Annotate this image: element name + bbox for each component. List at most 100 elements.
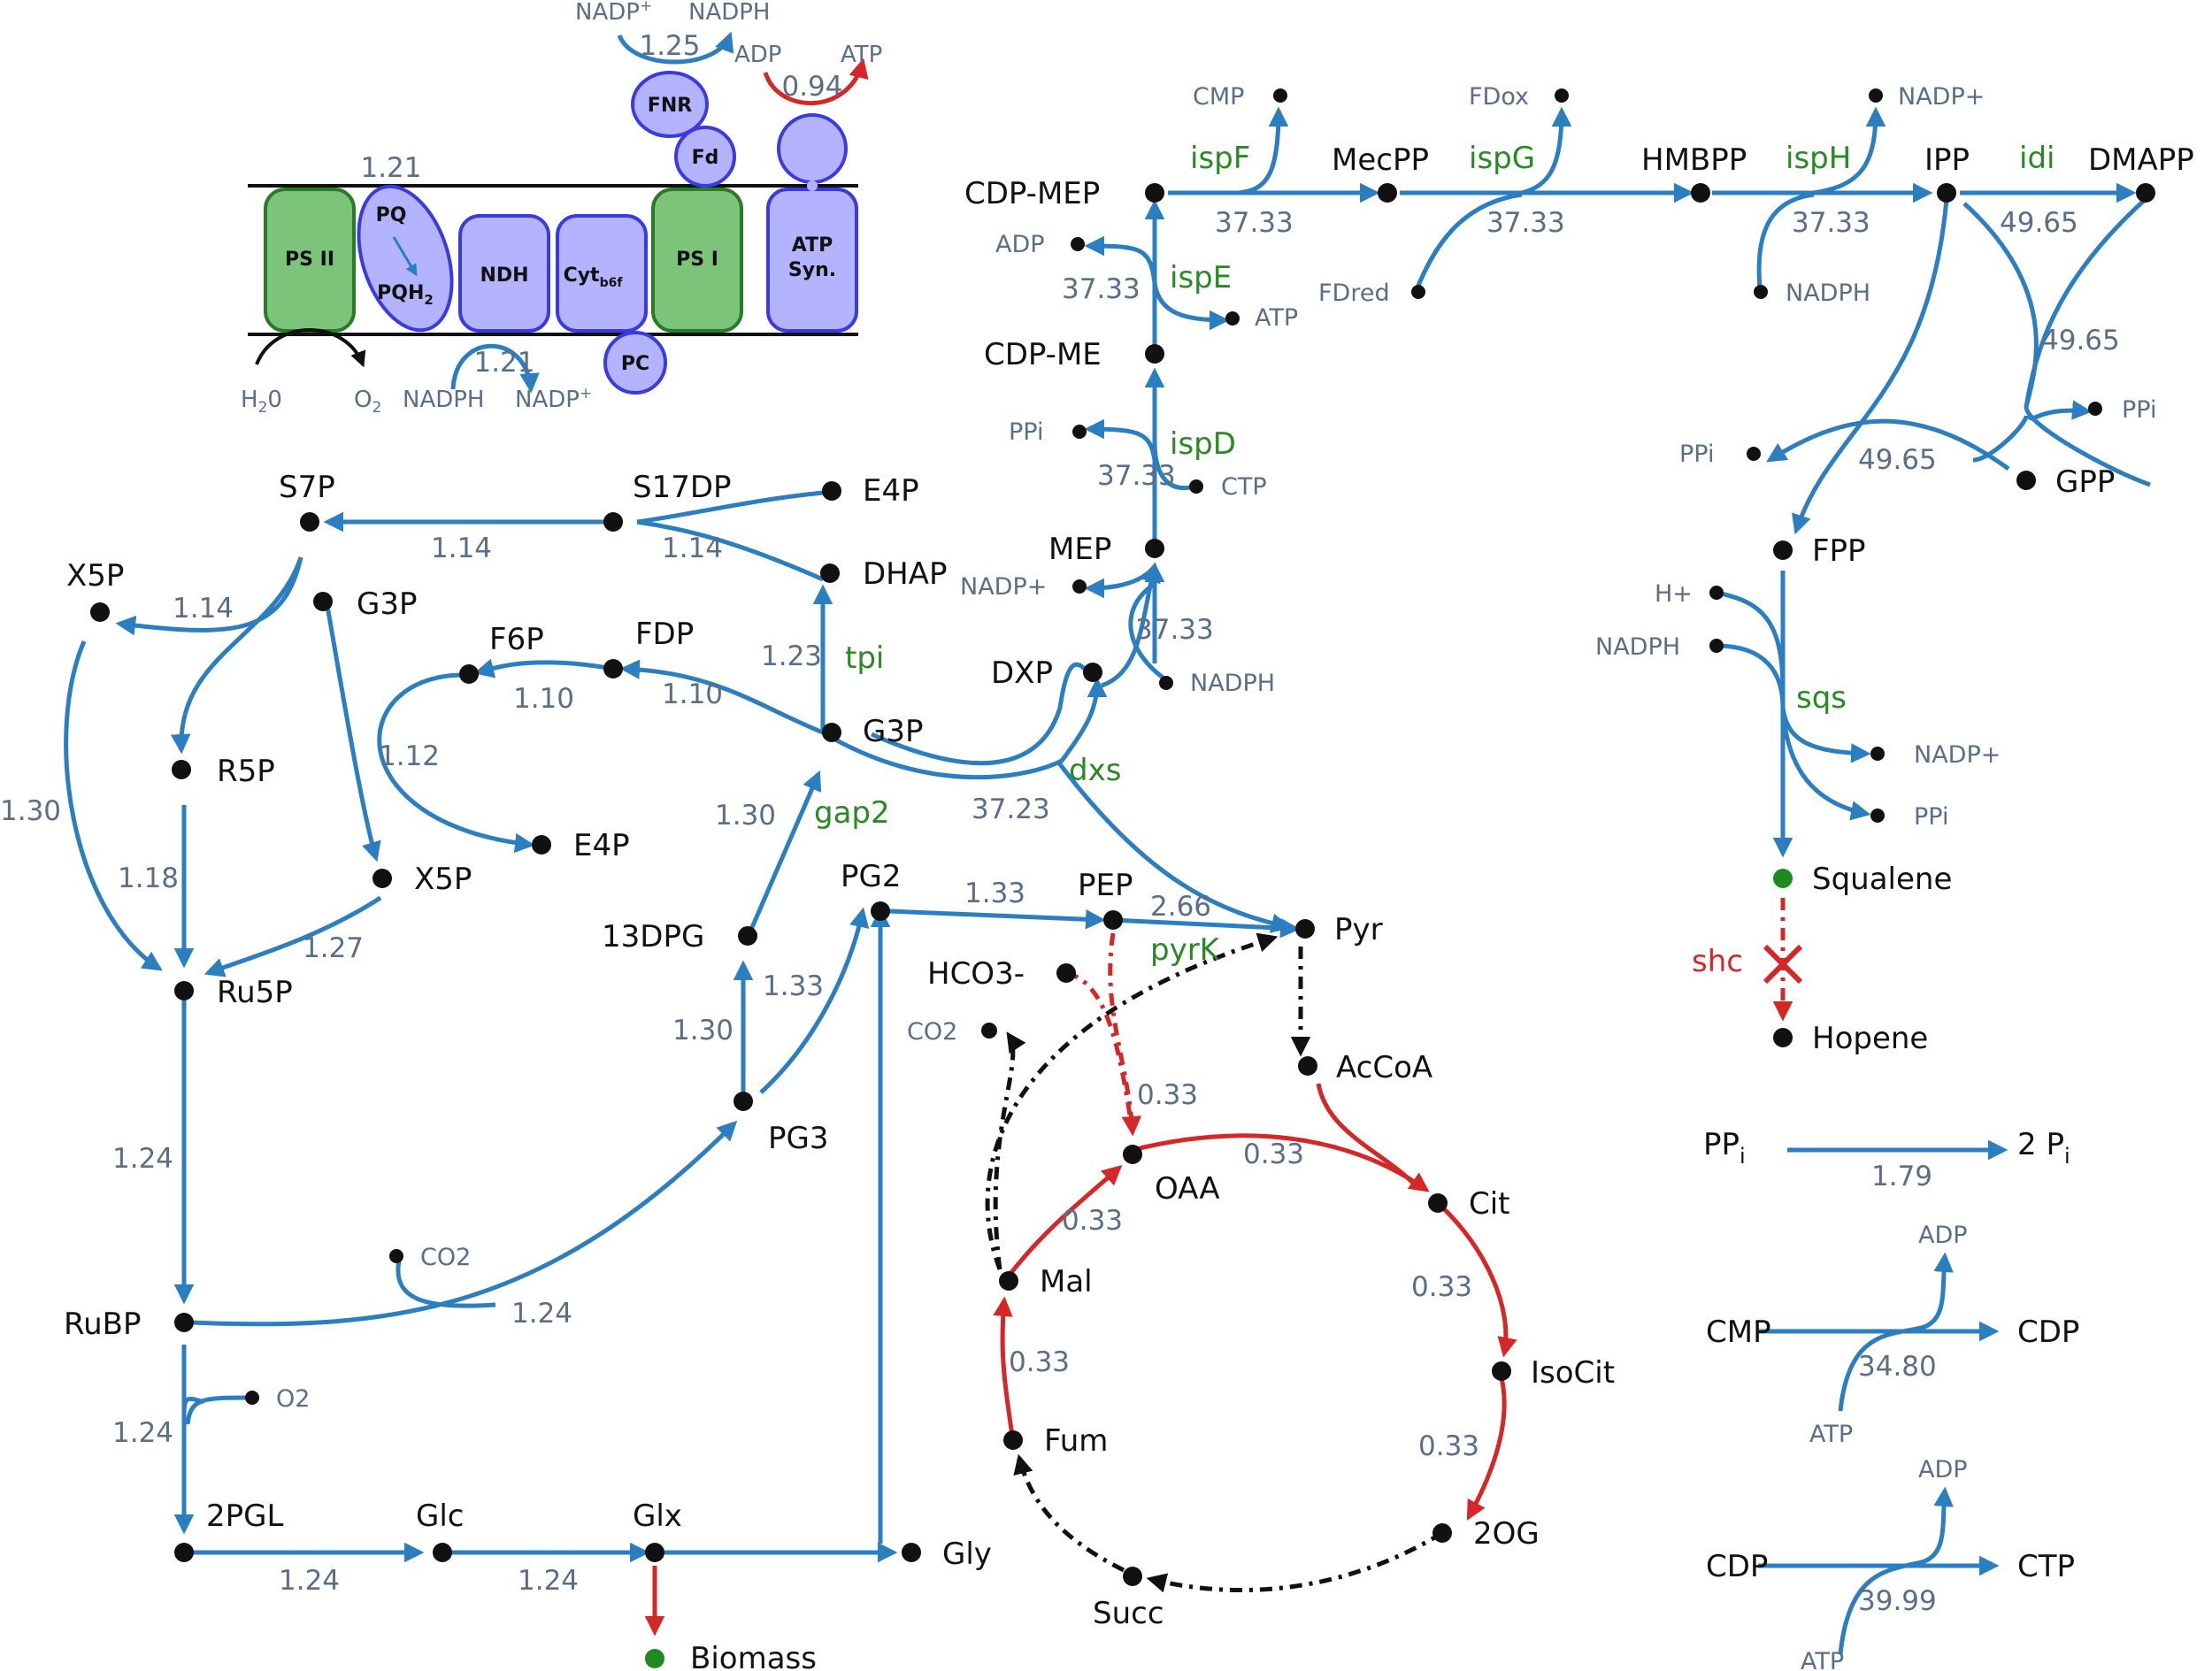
flux-hco3-oaa: 0.33 <box>1137 1079 1198 1111</box>
cof-o2: O2 <box>276 1385 310 1413</box>
node-glc <box>433 1543 452 1562</box>
cof-fdox: FDox <box>1469 83 1529 111</box>
label-succ: Succ <box>1093 1596 1164 1631</box>
label-gpp: GPP <box>2055 464 2115 500</box>
cof-co2a: CO2 <box>420 1244 471 1271</box>
cofactor-labels: CMP FDox NADP+ ADP ATP FDred NADPH PPi C… <box>276 83 2156 1671</box>
fd-protein <box>674 126 736 188</box>
label-2pgl: 2PGL <box>206 1499 283 1534</box>
fd-label: Fd <box>692 147 719 169</box>
flux-labels: 1.14 1.14 1.14 1.23 1.10 1.10 1.12 1.30 … <box>0 207 2120 1617</box>
thylakoid-membrane: PS II PQ PQH2 NDH Cytb6f PS I ATP Syn. F… <box>241 0 882 417</box>
node-fdox <box>1555 88 1569 103</box>
pc-protein <box>603 331 667 395</box>
cof-hplus: H+ <box>1655 580 1693 608</box>
flux-s17dp-s7p: 1.14 <box>431 533 492 564</box>
enzyme-ispg: ispG <box>1469 141 1535 176</box>
o2-label: O2 <box>354 387 381 417</box>
label-glc: Glc <box>416 1499 465 1534</box>
enzyme-gap2: gap2 <box>814 795 890 831</box>
enzyme-ispd: ispD <box>1170 426 1236 462</box>
flux-x5p-ru5p: 1.30 <box>0 795 61 827</box>
node-acoa <box>1298 1056 1317 1076</box>
node-pg2 <box>871 901 890 921</box>
atp-flux: 0.94 <box>781 71 842 103</box>
flux-oaa-cit: 0.33 <box>1243 1138 1304 1170</box>
flux-2pgl-glc: 1.24 <box>279 1565 340 1597</box>
fnr-protein <box>631 71 709 138</box>
node-o2 <box>245 1391 259 1405</box>
label-2pi: 2 Pi <box>2017 1127 2070 1169</box>
cof-fdred: FDred <box>1318 280 1390 307</box>
flux-g3p-dhap: 1.23 <box>761 640 822 672</box>
cof-co2b: CO2 <box>907 1018 957 1046</box>
node-pep <box>1103 910 1123 930</box>
node-r5p <box>172 760 191 779</box>
enzyme-tpi: tpi <box>845 640 884 676</box>
cof-atp3: ATP <box>1801 1648 1844 1671</box>
cof-atp2: ATP <box>1809 1421 1853 1448</box>
tca-edges <box>644 932 1517 1637</box>
node-co2a <box>389 1249 403 1263</box>
ndh-complex <box>458 214 550 333</box>
label-squalene: Squalene <box>1812 862 1952 897</box>
label-x5p-b: X5P <box>414 862 472 897</box>
flux-pg3-13dpg: 1.30 <box>672 1015 733 1046</box>
pqh-label: PQH2 <box>377 282 434 308</box>
cofactor-reactions <box>1758 1139 2008 1655</box>
label-cdp-b: CDP <box>1706 1549 1768 1584</box>
enzyme-idi: idi <box>2019 141 2055 176</box>
label-cdpme: CDP-ME <box>984 337 1102 372</box>
label-pg3: PG3 <box>768 1121 828 1156</box>
flux-cdp-ctp: 39.99 <box>1858 1585 1937 1617</box>
label-x5p-a: X5P <box>66 558 124 594</box>
node-nadp1 <box>1869 88 1883 103</box>
label-gly: Gly <box>942 1537 992 1572</box>
metabolite-labels: S7P S17DP E4P X5P G3P DHAP F6P FDP R5P G… <box>64 142 2194 1671</box>
flux-isocit-2og: 0.33 <box>1418 1430 1479 1462</box>
fnr-flux: 1.25 <box>639 30 700 62</box>
flux-cdpmep-mecpp: 37.33 <box>1215 207 1294 239</box>
flux-r5p-ru5p: 1.18 <box>118 862 179 894</box>
nodes <box>90 88 2155 1668</box>
flux-pg2-pep: 1.33 <box>964 878 1025 909</box>
h2o-label: H20 <box>241 387 282 417</box>
node-cmp <box>1273 88 1287 103</box>
cof-nadph2: NADPH <box>1190 670 1275 697</box>
enzyme-ispf: ispF <box>1190 141 1250 176</box>
flux-13dpg-g3p: 1.30 <box>715 800 776 832</box>
cof-adp: ADP <box>995 231 1045 258</box>
label-ipp: IPP <box>1924 142 1970 178</box>
node-fdred <box>1411 285 1425 299</box>
fnr-label: FNR <box>648 95 692 117</box>
node-fdp <box>603 659 623 678</box>
cof-cmp: CMP <box>1193 83 1244 111</box>
cof-nadp3: NADP+ <box>1914 741 2001 769</box>
flux-glc-glx: 1.24 <box>518 1565 579 1597</box>
node-co2-b <box>981 1023 997 1039</box>
label-s17dp: S17DP <box>633 470 732 505</box>
ndh-label: NDH <box>480 264 528 287</box>
node-x5p-a <box>90 602 110 622</box>
flux-ipp-dmapp: 49.65 <box>2000 207 2078 239</box>
node-ppi2 <box>2088 402 2102 416</box>
label-g3p-b: G3P <box>863 714 923 749</box>
label-cdpmep: CDP-MEP <box>964 176 1100 211</box>
node-pyr <box>1295 919 1315 939</box>
label-s7p: S7P <box>279 470 335 505</box>
cof-ppi2: PPi <box>2122 396 2156 424</box>
label-cit: Cit <box>1469 1186 1510 1222</box>
label-isocit: IsoCit <box>1531 1355 1615 1391</box>
ndh-flux: 1.21 <box>473 347 534 379</box>
cof-ppi1: PPi <box>1009 418 1043 446</box>
pq-label: PQ <box>376 204 407 226</box>
fnr-nadp-label: NADP+ <box>575 0 652 26</box>
enzyme-isph: ispH <box>1786 141 1851 176</box>
label-ru5p: Ru5P <box>217 975 293 1010</box>
label-fum: Fum <box>1044 1423 1108 1459</box>
node-fpp <box>1773 540 1793 560</box>
ps1-label: PS I <box>676 249 718 271</box>
flux-rubp-pg3: 1.24 <box>511 1298 572 1330</box>
